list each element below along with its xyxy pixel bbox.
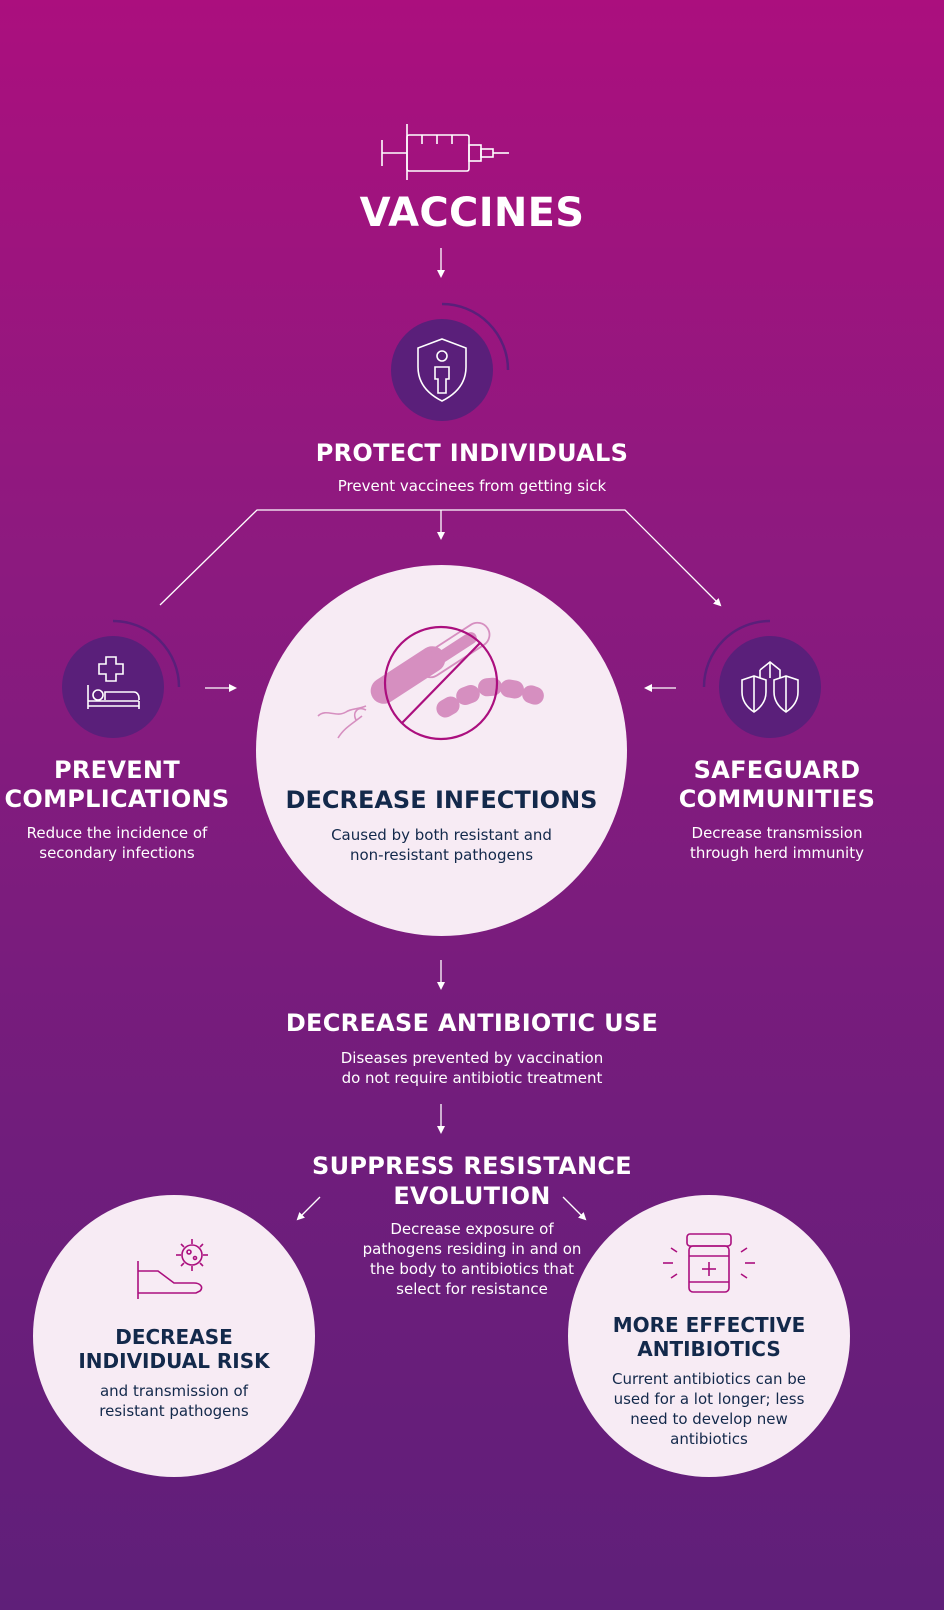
effective-sub-line3: need to develop new	[630, 1410, 788, 1428]
infections-title: DECREASE INFECTIONS	[285, 786, 598, 814]
individual-risk-title-line2: INDIVIDUAL RISK	[78, 1349, 270, 1373]
suppress-sub-line3: the body to antibiotics that	[369, 1260, 575, 1278]
syringe-icon	[381, 124, 509, 180]
communities-title-line2: COMMUNITIES	[678, 785, 876, 813]
individual-risk-sub-line1: and transmission of	[99, 1382, 249, 1400]
progress-arc-icon	[441, 302, 510, 371]
progress-arc-icon	[702, 619, 771, 688]
protect-icon-disc	[391, 319, 493, 421]
antibiotic-use-title: DECREASE ANTIBIOTIC USE	[285, 1009, 659, 1037]
individual-risk-circle	[33, 1195, 315, 1477]
effective-sub-line4: antibiotics	[670, 1430, 748, 1448]
vaccines-title: VACCINES	[359, 190, 585, 236]
antibiotic-use-sub-line1: Diseases prevented by vaccination	[340, 1049, 604, 1067]
effective-sub-line1: Current antibiotics can be	[611, 1370, 807, 1388]
infections-sub-line1: Caused by both resistant and	[331, 826, 552, 844]
pill-bottle-icon	[663, 1233, 755, 1293]
communities-icon-disc	[719, 636, 821, 738]
communities-sub-line2: through herd immunity	[690, 844, 864, 862]
individual-risk-title-line1: DECREASE	[115, 1325, 233, 1349]
individual-risk-sub-line2: resistant pathogens	[99, 1402, 249, 1420]
progress-arc-icon	[112, 619, 181, 688]
complications-title-line2: COMPLICATIONS	[4, 785, 230, 813]
shields-community-icon	[741, 660, 799, 713]
effective-title-line2: ANTIBIOTICS	[637, 1337, 781, 1361]
suppress-sub-line1: Decrease exposure of	[390, 1220, 554, 1238]
effective-sub-line2: used for a lot longer; less	[613, 1390, 805, 1408]
complications-title-line1: PREVENT	[54, 756, 180, 784]
complications-sub-line1: Reduce the incidence of	[26, 824, 208, 842]
antibiotic-use-sub-line2: do not require antibiotic treatment	[341, 1069, 603, 1087]
complications-sub-line2: secondary infections	[39, 844, 195, 862]
suppress-sub-line2: pathogens residing in and on	[362, 1240, 582, 1258]
hospital-bed-icon	[87, 656, 140, 709]
infections-sub-line2: non-resistant pathogens	[349, 846, 534, 864]
patient-pathogen-icon	[137, 1239, 208, 1299]
communities-sub-line1: Decrease transmission	[691, 824, 863, 842]
suppress-title-line2: EVOLUTION	[393, 1182, 551, 1210]
effective-antibiotics-circle	[568, 1195, 850, 1477]
protect-title: PROTECT INDIVIDUALS	[315, 439, 629, 467]
communities-title-line1: SAFEGUARD	[693, 756, 861, 784]
shield-person-icon	[417, 338, 467, 402]
effective-title-line1: MORE EFFECTIVE	[612, 1313, 806, 1337]
protect-subtitle: Prevent vaccinees from getting sick	[337, 477, 607, 495]
bacteria-prohibited-icon	[317, 621, 544, 741]
suppress-sub-line4: select for resistance	[396, 1280, 548, 1298]
complications-icon-disc	[62, 636, 164, 738]
suppress-title-line1: SUPPRESS RESISTANCE	[312, 1152, 632, 1180]
